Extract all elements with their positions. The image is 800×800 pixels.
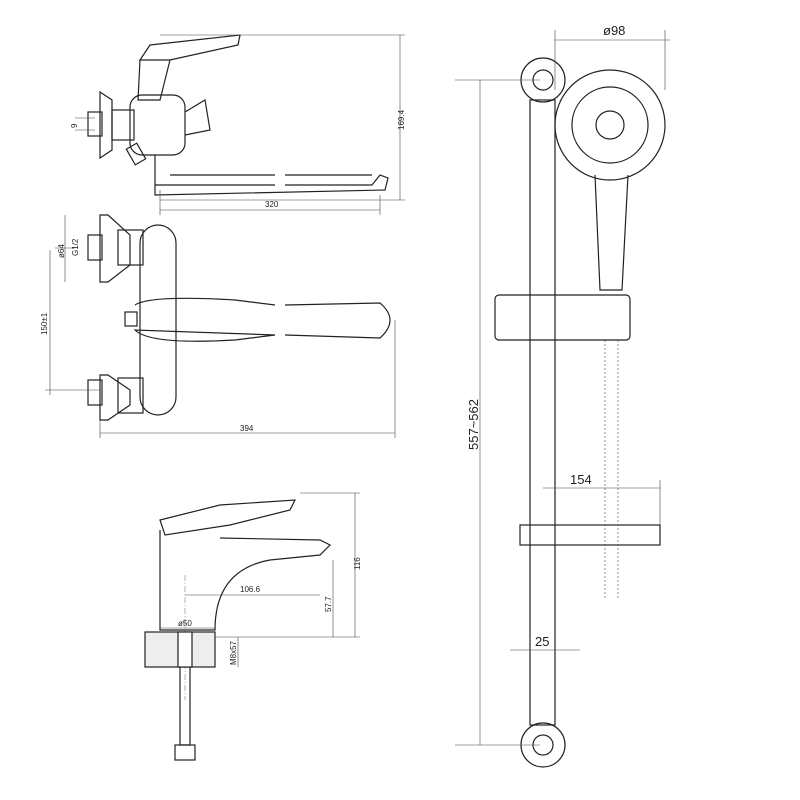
dim-rail-offset: 25 (535, 634, 549, 649)
dim-connector: 9 (70, 123, 79, 128)
dim-spout-reach: 320 (265, 200, 279, 209)
dim-stud: M8x57 (229, 640, 238, 665)
dim-holder-offset: 154 (570, 472, 592, 487)
shower-set-view: 557~562 ø98 154 25 (455, 23, 670, 768)
dim-centers: 150±1 (40, 312, 49, 335)
dim-reach: 106.6 (240, 585, 261, 594)
dim-height: 169.4 (397, 109, 406, 130)
dim-thread: G1/2 (71, 238, 80, 256)
dim-head-diameter: ø98 (603, 23, 625, 38)
dim-flange-diameter: ø64 (57, 244, 66, 258)
dim-spout-height: 57.7 (324, 596, 333, 612)
bath-mixer-side-view: 169.4 320 9 (70, 34, 406, 215)
dim-base-diameter: ø50 (178, 619, 192, 628)
basin-mixer-view: ø50 106.6 116 57.7 M8x57 (144, 492, 362, 761)
dim-rail-length: 557~562 (466, 399, 481, 450)
dim-total-length: 394 (240, 424, 254, 433)
bath-mixer-top-view: 150±1 ø64 G1/2 394 (40, 214, 396, 438)
dim-height: 116 (353, 557, 362, 570)
